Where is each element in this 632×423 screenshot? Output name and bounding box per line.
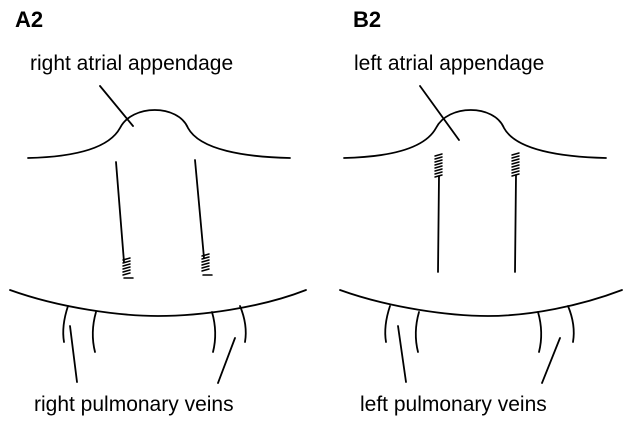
lead-coil-right <box>512 153 519 176</box>
panel-label: B2 <box>353 7 381 33</box>
vein-leader-line-left <box>70 326 77 382</box>
pulmonary-vein-4 <box>568 306 574 342</box>
vein-leader-line-left <box>398 326 406 382</box>
pulmonary-vein-1 <box>63 306 68 342</box>
panel-label: A2 <box>15 7 43 33</box>
catheter-wire-right <box>195 160 204 258</box>
vein-leader-line-right <box>542 338 560 383</box>
lead-coil-left <box>435 154 442 177</box>
vein-leader-line-right <box>218 338 235 383</box>
catheter-wire-right <box>515 175 516 272</box>
appendage-label: right atrial appendage <box>30 52 233 76</box>
appendage-label: left atrial appendage <box>354 52 544 76</box>
atrial-floor-contour <box>10 290 306 316</box>
pulmonary-vein-2 <box>93 312 96 352</box>
pulmonary-vein-2 <box>416 312 419 352</box>
appendage-leader-line <box>100 86 133 126</box>
catheter-wire-left <box>116 162 124 262</box>
pulmonary-vein-1 <box>385 306 390 342</box>
pulmonary-vein-4 <box>240 306 246 342</box>
pulmonary-vein-3 <box>212 312 215 352</box>
atrium-contour <box>344 110 606 158</box>
atrial-floor-contour <box>340 290 622 316</box>
catheter-wire-left <box>438 176 439 272</box>
panel-a2: A2 right atrial appendage right pulmonar… <box>0 0 316 423</box>
panel-b2: B2 left atrial appendage left pulmonary … <box>316 0 632 423</box>
pulmonary-vein-3 <box>538 312 541 352</box>
pulmonary-veins-label: left pulmonary veins <box>360 393 547 417</box>
atrium-contour <box>28 110 290 158</box>
pulmonary-veins-label: right pulmonary veins <box>34 393 234 417</box>
